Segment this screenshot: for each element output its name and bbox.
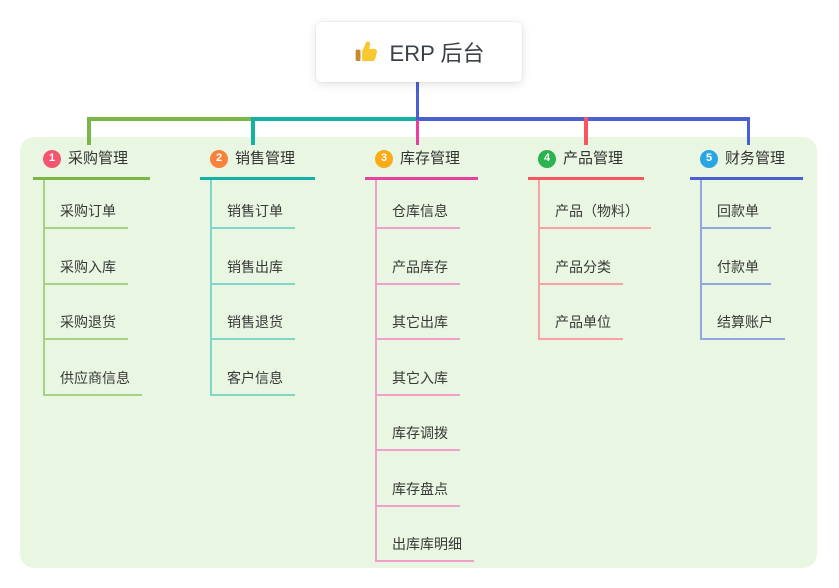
connector-drop-product: [584, 117, 588, 145]
leaf-node[interactable]: 结算账户: [702, 285, 785, 340]
branch-purchase: 1 采购管理 采购订单 采购入库 采购退货 供应商信息: [33, 148, 150, 396]
leaf-node[interactable]: 其它入库: [377, 340, 474, 396]
branch-number-badge: 4: [538, 149, 556, 168]
branch-children: 仓库信息 产品库存 其它出库 其它入库 库存调拨 库存盘点 出库库明细: [375, 180, 474, 562]
leaf-node[interactable]: 库存调拨: [377, 396, 474, 451]
thumbs-up-icon: [354, 39, 380, 65]
connector-drop-sales: [251, 117, 255, 145]
branch-number-badge: 1: [43, 149, 61, 168]
leaf-node[interactable]: 客户信息: [212, 340, 295, 396]
branch-label: 产品管理: [563, 150, 624, 167]
leaf-node[interactable]: 出库库明细: [377, 507, 474, 562]
branch-label: 财务管理: [725, 150, 786, 167]
connector-root-drop: [415, 82, 419, 120]
branch-label: 库存管理: [400, 150, 461, 167]
leaf-node[interactable]: 供应商信息: [45, 340, 142, 396]
branch-children: 销售订单 销售出库 销售退货 客户信息: [210, 180, 295, 396]
branch-inventory: 3 库存管理 仓库信息 产品库存 其它出库 其它入库 库存调拨 库存盘点 出库库…: [365, 148, 478, 562]
branch-title-purchase[interactable]: 1 采购管理: [33, 148, 150, 180]
leaf-node[interactable]: 其它出库: [377, 285, 474, 340]
leaf-node[interactable]: 采购退货: [45, 285, 142, 340]
root-node[interactable]: ERP 后台: [316, 22, 522, 82]
branch-label: 采购管理: [68, 150, 129, 167]
branch-title-finance[interactable]: 5 财务管理: [690, 148, 803, 180]
branch-title-product[interactable]: 4 产品管理: [528, 148, 644, 180]
branch-title-sales[interactable]: 2 销售管理: [200, 148, 315, 180]
connector-trunk-green: [87, 117, 253, 121]
branch-children: 采购订单 采购入库 采购退货 供应商信息: [43, 180, 142, 396]
branch-finance: 5 财务管理 回款单 付款单 结算账户: [690, 148, 803, 340]
branch-sales: 2 销售管理 销售订单 销售出库 销售退货 客户信息: [200, 148, 315, 396]
connector-drop-inventory: [415, 120, 419, 145]
branch-number-badge: 2: [210, 149, 228, 168]
leaf-node[interactable]: 产品库存: [377, 229, 474, 285]
leaf-node[interactable]: 销售订单: [212, 180, 295, 229]
branch-children: 产品（物料） 产品分类 产品单位: [538, 180, 651, 340]
leaf-node[interactable]: 产品（物料）: [540, 180, 651, 229]
connector-trunk-blue: [416, 117, 750, 121]
leaf-node[interactable]: 付款单: [702, 229, 785, 285]
branch-title-inventory[interactable]: 3 库存管理: [365, 148, 478, 180]
leaf-node[interactable]: 仓库信息: [377, 180, 474, 229]
connector-drop-finance: [746, 117, 750, 145]
mindmap-background-panel: [20, 137, 817, 568]
connector-drop-purchase: [87, 117, 91, 145]
leaf-node[interactable]: 采购入库: [45, 229, 142, 285]
branch-number-badge: 3: [375, 149, 393, 168]
leaf-node[interactable]: 库存盘点: [377, 451, 474, 507]
leaf-node[interactable]: 销售退货: [212, 285, 295, 340]
leaf-node[interactable]: 销售出库: [212, 229, 295, 285]
branch-product: 4 产品管理 产品（物料） 产品分类 产品单位: [528, 148, 651, 340]
leaf-node[interactable]: 回款单: [702, 180, 785, 229]
branch-children: 回款单 付款单 结算账户: [700, 180, 785, 340]
leaf-node[interactable]: 产品分类: [540, 229, 651, 285]
branch-number-badge: 5: [700, 149, 718, 168]
leaf-node[interactable]: 产品单位: [540, 285, 651, 340]
leaf-node[interactable]: 采购订单: [45, 180, 142, 229]
connector-trunk-teal: [251, 117, 418, 121]
root-title: ERP 后台: [389, 41, 485, 66]
branch-label: 销售管理: [235, 150, 296, 167]
